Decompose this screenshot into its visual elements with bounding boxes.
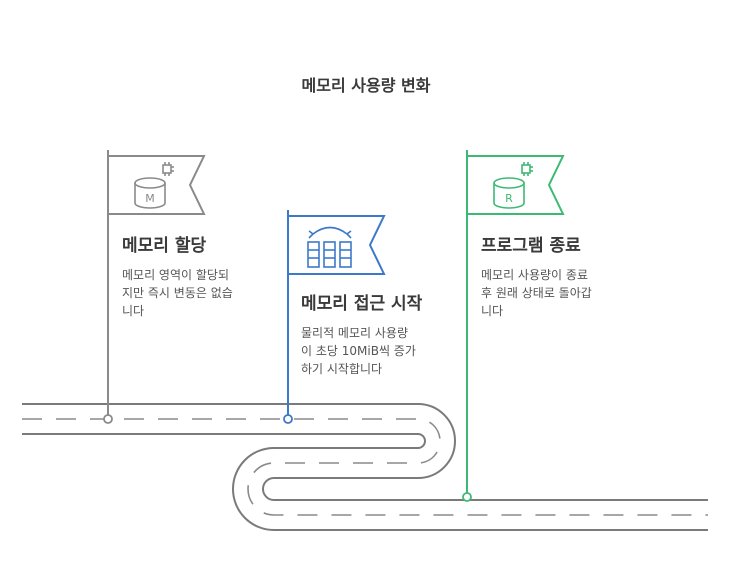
memory-chip-icon	[493, 162, 533, 209]
flag-base-marker	[462, 492, 472, 502]
flag-base-marker	[283, 414, 293, 424]
flag-letter: M	[145, 192, 155, 205]
road	[22, 403, 708, 531]
flag-banner	[288, 215, 386, 275]
step-description-line: 물리적 메모리 사용량	[301, 326, 408, 340]
memory-chip-icon	[134, 162, 174, 209]
flag-base-marker	[103, 414, 113, 424]
road-center-line	[22, 418, 708, 516]
flag-memory-access	[283, 210, 386, 424]
step-description-line: 니다	[122, 304, 145, 318]
flag-letter: R	[505, 192, 513, 205]
step-description: 메모리 영역이 할당되 지만 즉시 변동은 없습 니다	[122, 266, 233, 320]
step-description-line: 메모리 영역이 할당되	[122, 268, 229, 282]
road-inner-edge	[22, 433, 708, 531]
step-description-line: 메모리 사용량이 종료	[481, 268, 588, 282]
step-description-line: 이 초당 10MiB씩 증가	[301, 344, 416, 358]
step-title: 메모리 할당	[122, 236, 207, 256]
flag-banner	[467, 155, 565, 215]
step-description-line: 하기 시작합니다	[301, 362, 383, 376]
page-title: 메모리 사용량 변화	[301, 76, 431, 95]
step-description-line: 니다	[481, 304, 504, 318]
step-description-line: 후 원래 상태로 돌아갑	[481, 286, 592, 300]
flag-program-exit: R	[462, 150, 565, 502]
step-title: 프로그램 종료	[481, 236, 581, 256]
step-title: 메모리 접근 시작	[301, 294, 423, 314]
step-description: 물리적 메모리 사용량 이 초당 10MiB씩 증가 하기 시작합니다	[301, 324, 416, 378]
memory-blocks-transfer-icon	[307, 226, 352, 268]
road-outer-edge	[22, 403, 708, 501]
step-description-line: 지만 즉시 변동은 없습	[122, 286, 233, 300]
step-description: 메모리 사용량이 종료 후 원래 상태로 돌아갑 니다	[481, 266, 592, 320]
flag-banner	[108, 155, 206, 215]
flag-memory-allocation: M	[103, 150, 206, 424]
